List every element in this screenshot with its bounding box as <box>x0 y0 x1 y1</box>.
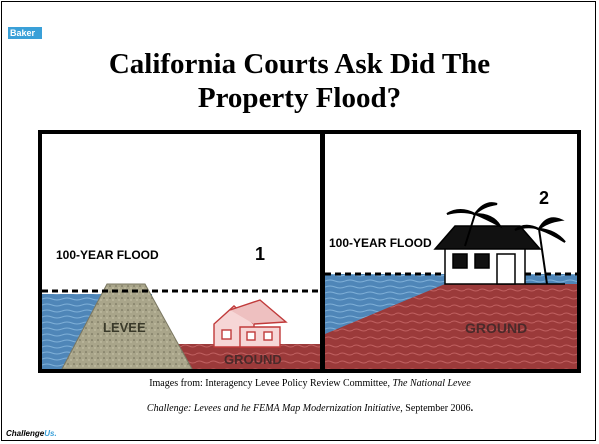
ground-label-left: GROUND <box>224 352 282 367</box>
palm-tree-icon <box>446 202 566 285</box>
caption-date: , September 2006 <box>400 403 471 414</box>
ground-slope <box>325 284 577 369</box>
challenge-us-logo: ChallengeUs. <box>6 429 57 438</box>
caption-source: Images from: Interagency Levee Policy Re… <box>149 378 393 389</box>
house-icon <box>213 299 288 348</box>
no-levee-scenario-panel: 100-YEAR FLOOD 2 GROUND <box>325 134 577 369</box>
ground-label-right: GROUND <box>465 320 528 336</box>
panel-number-left: 1 <box>255 244 266 264</box>
title-line-1: California Courts Ask Did The <box>108 48 491 80</box>
logo-accent-text: Us. <box>44 429 57 438</box>
illustration-frame: 100-YEAR FLOOD 1 LEVEE GROUND <box>38 130 581 373</box>
flood-label-left: 100-YEAR FLOOD <box>56 248 159 262</box>
caption-title-part-1: The National Levee <box>392 378 471 389</box>
page-title: California Courts Ask Did The Property F… <box>20 47 579 115</box>
ground-illustration <box>325 202 577 369</box>
title-line-2: Property Flood? <box>197 82 402 114</box>
logo-main-text: Challenge <box>6 429 45 438</box>
house-icon-right <box>433 225 565 285</box>
caption-line-2: Challenge: Levees and he FEMA Map Modern… <box>60 403 560 414</box>
levee-scenario-panel: 100-YEAR FLOOD 1 LEVEE GROUND <box>42 134 320 369</box>
levee-shape <box>61 283 193 369</box>
brand-tag: Baker <box>8 27 42 39</box>
caption-title-part-2: Challenge: Levees and he FEMA Map Modern… <box>146 403 401 414</box>
flood-label-right: 100-YEAR FLOOD <box>329 236 432 250</box>
panel-number-right: 2 <box>539 188 550 208</box>
caption-period: . <box>470 403 474 414</box>
caption-line-1: Images from: Interagency Levee Policy Re… <box>60 378 560 389</box>
levee-label: LEVEE <box>103 320 146 335</box>
levee-illustration <box>42 283 320 369</box>
